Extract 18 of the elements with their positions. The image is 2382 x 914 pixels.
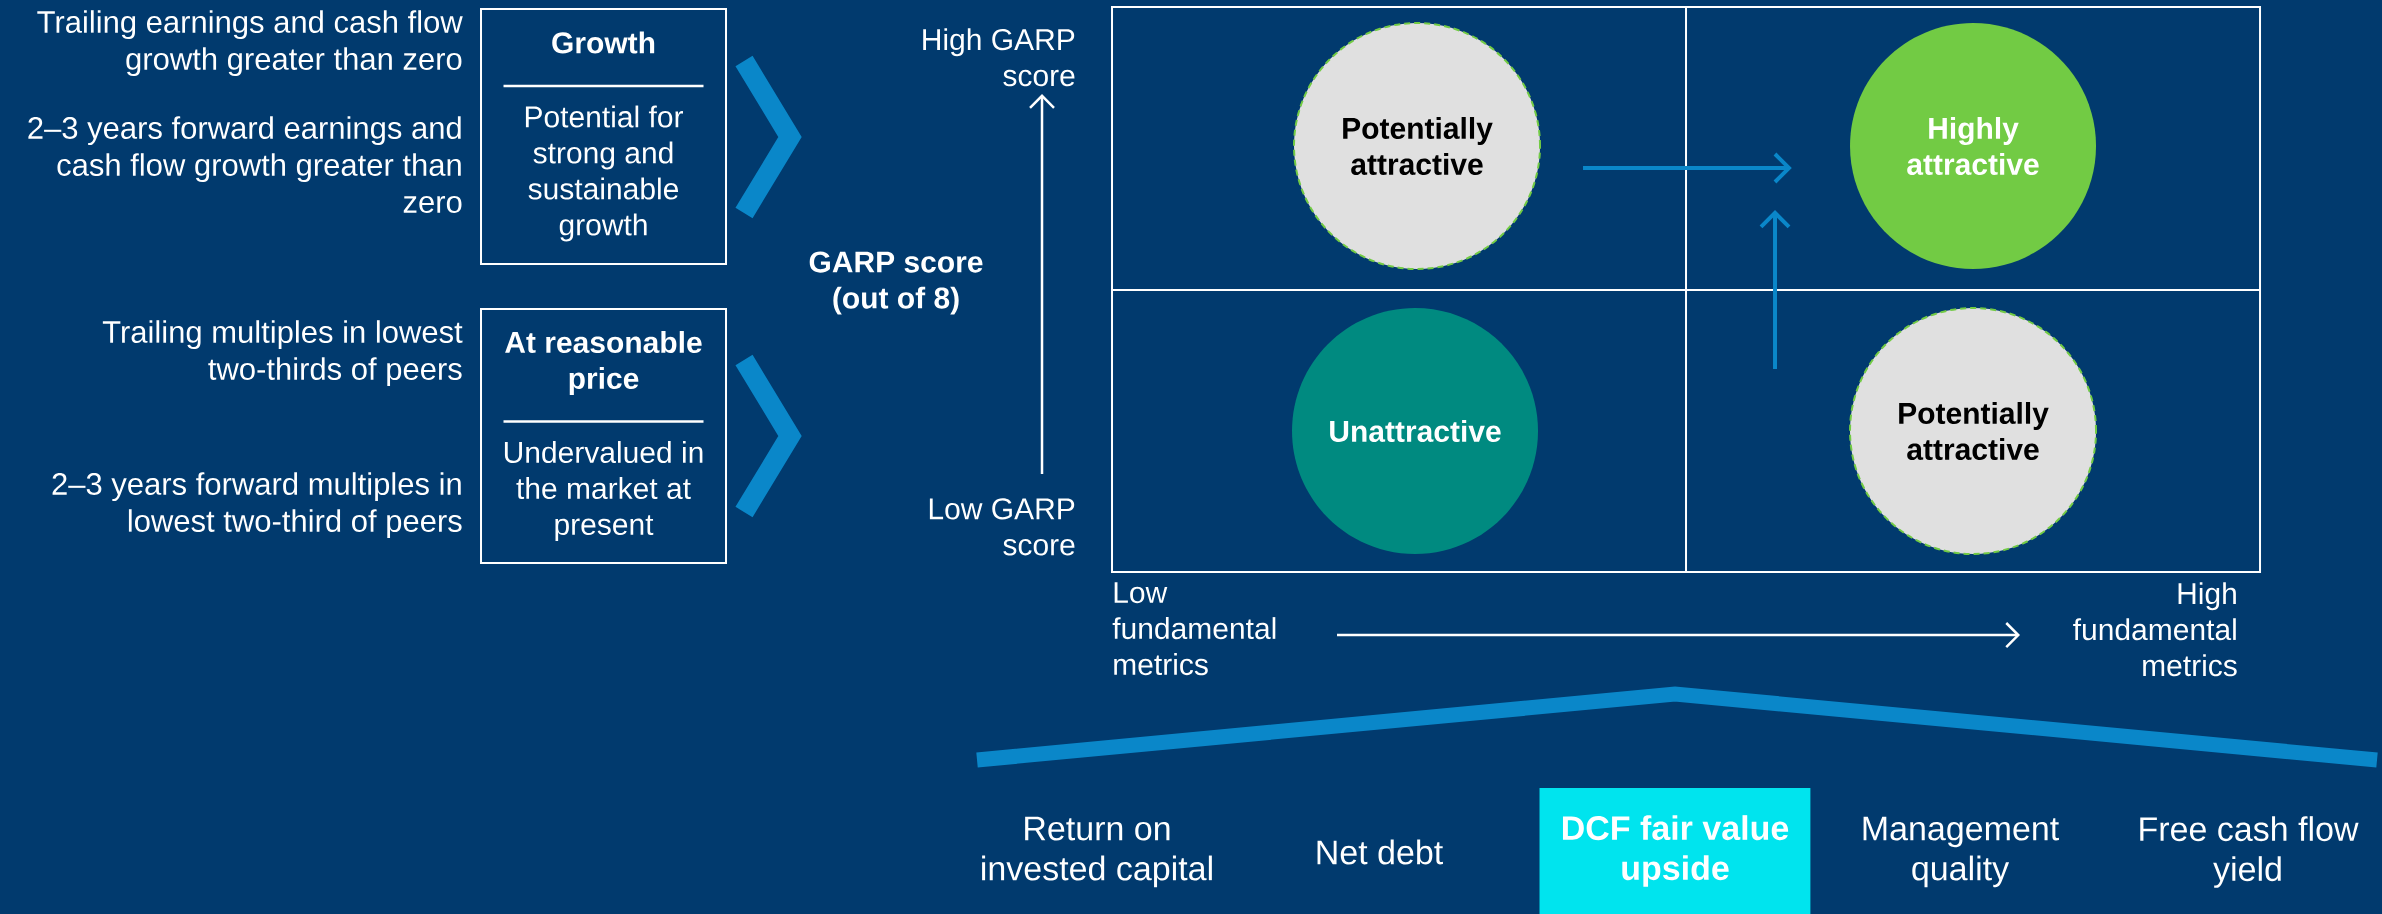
arrow	[1759, 210, 1791, 369]
axis-label: Low fundamental metrics	[1112, 582, 1276, 676]
metric-label: Management quality	[1863, 816, 2059, 888]
criteria-text: Trailing earnings and cash flow growth greater than zero	[37, 10, 463, 77]
criteria-text: Trailing multiples in lowest two-thirds of peers	[102, 320, 463, 387]
criteria-box: At reasonable price Undervalued in the market at present	[480, 308, 727, 564]
arrow	[1583, 152, 1792, 184]
axis-label: Low GARP score	[929, 498, 1075, 556]
metric-label: Net debt	[1317, 839, 1443, 865]
axis-title: GARP score (out of 8)	[809, 251, 983, 315]
criteria-text: 2–3 years forward multiples in lowest two-third of peers	[52, 472, 462, 539]
criteria-text: 2–3 years forward earnings and cash flow growth greater than zero	[28, 116, 462, 213]
criteria-box: Growth Potential for strong and sustainable growth	[480, 8, 727, 265]
metric-label: Return on invested capital	[982, 816, 1212, 888]
metric-label: Free cash flow yield	[2140, 816, 2359, 888]
axis-label: High fundamental metrics	[2073, 582, 2237, 677]
axis-label: High GARP score	[923, 28, 1075, 87]
highlight-box: DCF fair value upside	[1539, 788, 1811, 914]
